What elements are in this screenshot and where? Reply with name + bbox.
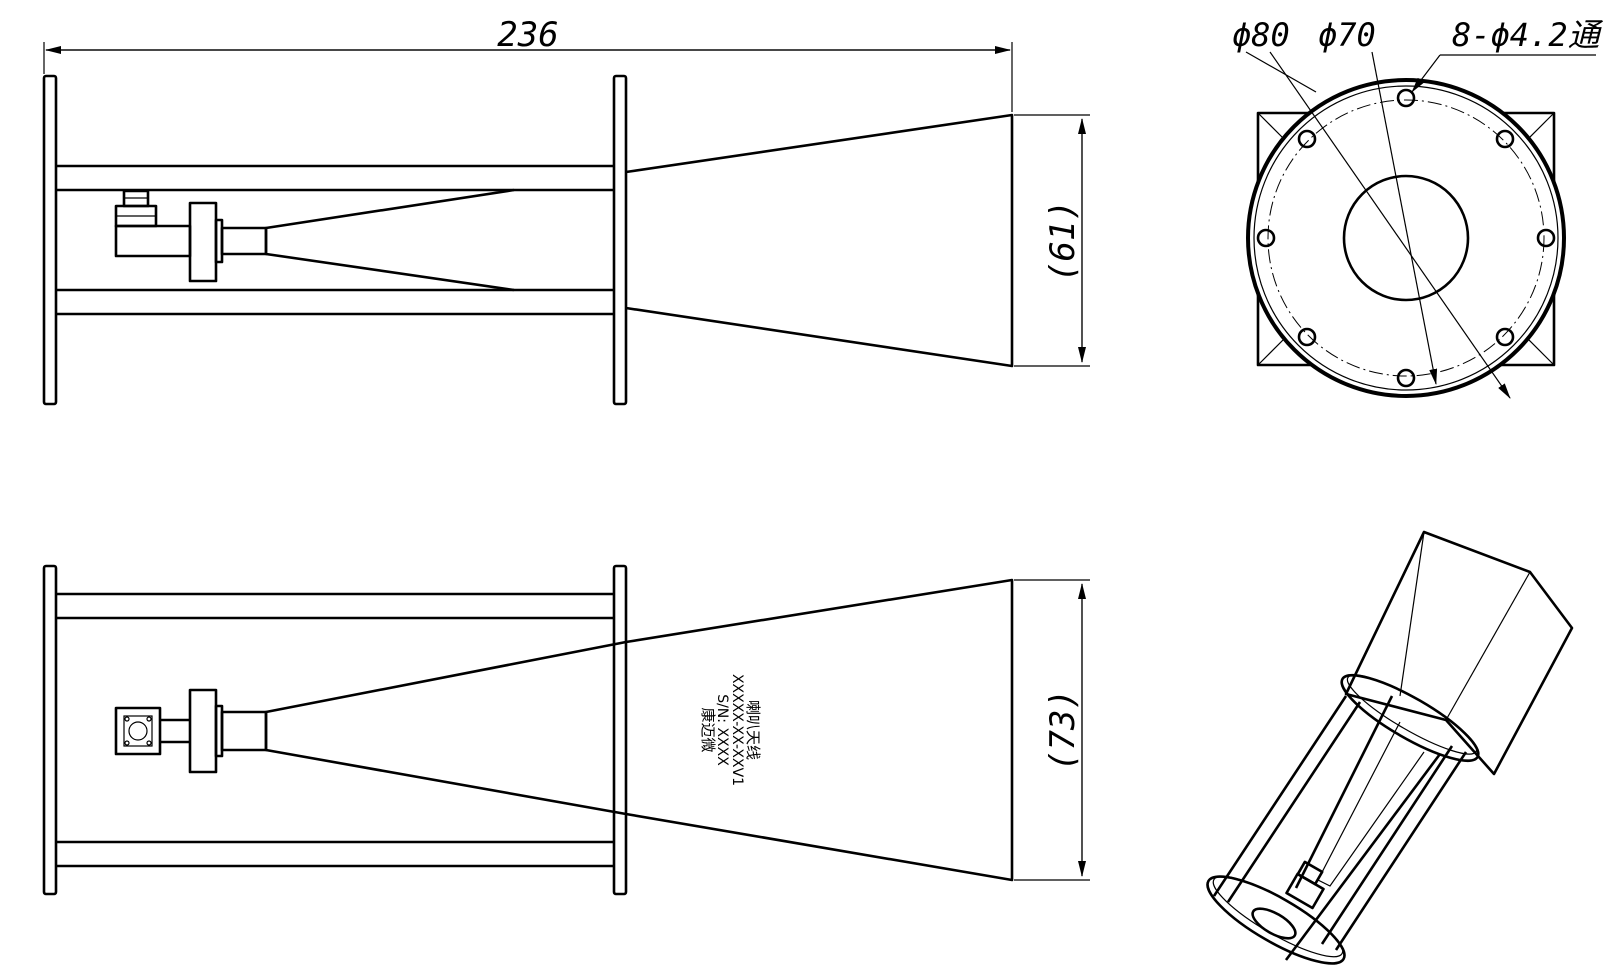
nameplate: 喇叭天线 XXXXX-XX-XXV1 S/N: XXXX 康迈微 xyxy=(699,674,762,786)
mouth-height-text-top: (61) xyxy=(1043,200,1083,282)
flange-diameter-text: ϕ80 xyxy=(1232,16,1290,54)
side-view xyxy=(42,564,1014,896)
mouth-height-text-side: (73) xyxy=(1043,689,1083,771)
length-dimension-text: 236 xyxy=(497,15,558,55)
mouth-height-dimension-top: (61) xyxy=(1014,114,1090,367)
nameplate-line-4: 康迈微 xyxy=(699,707,717,752)
nameplate-line-3: S/N: XXXX xyxy=(714,694,730,766)
length-dimension: 236 xyxy=(43,15,1013,112)
mouth-height-dimension-side: (73) xyxy=(1014,579,1090,881)
nameplate-line-2: XXXXX-XX-XXV1 xyxy=(729,674,745,786)
isometric-view xyxy=(1206,530,1574,965)
holes-text: 8-ϕ4.2通 xyxy=(1452,16,1604,54)
nameplate-line-1: 喇叭天线 xyxy=(744,700,762,760)
front-view: ϕ80 ϕ70 8-ϕ4.2通 xyxy=(1232,16,1604,399)
top-view xyxy=(42,74,1014,406)
bolt-holes xyxy=(1256,88,1556,388)
bolt-circle-text: ϕ70 xyxy=(1318,16,1376,54)
